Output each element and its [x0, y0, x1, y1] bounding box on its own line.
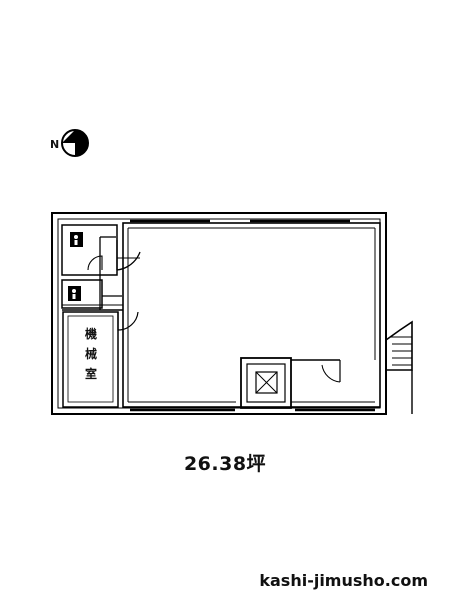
elevator-shaft [240, 357, 292, 409]
machine-room: 機 械 室 [62, 311, 139, 408]
toilet-room-upper [61, 224, 141, 276]
compass-icon: N [50, 129, 89, 157]
floor-area-label: 26.38坪 [183, 453, 267, 475]
main-office-room [122, 222, 381, 408]
toilet-room-lower [61, 279, 122, 309]
machine-room-label-2: 械 [85, 346, 97, 361]
outer-walls [51, 212, 387, 415]
toilet-icon-upper [70, 232, 83, 247]
entrance-door [291, 359, 375, 403]
north-label: N [50, 138, 59, 151]
site-credit: kashi-jimusho.com [259, 571, 428, 590]
toilet-icon-lower [68, 286, 81, 301]
partition-walls [62, 236, 123, 311]
machine-room-label-1: 機 [85, 326, 97, 341]
staircase [385, 320, 413, 414]
machine-room-label-3: 室 [85, 366, 97, 381]
